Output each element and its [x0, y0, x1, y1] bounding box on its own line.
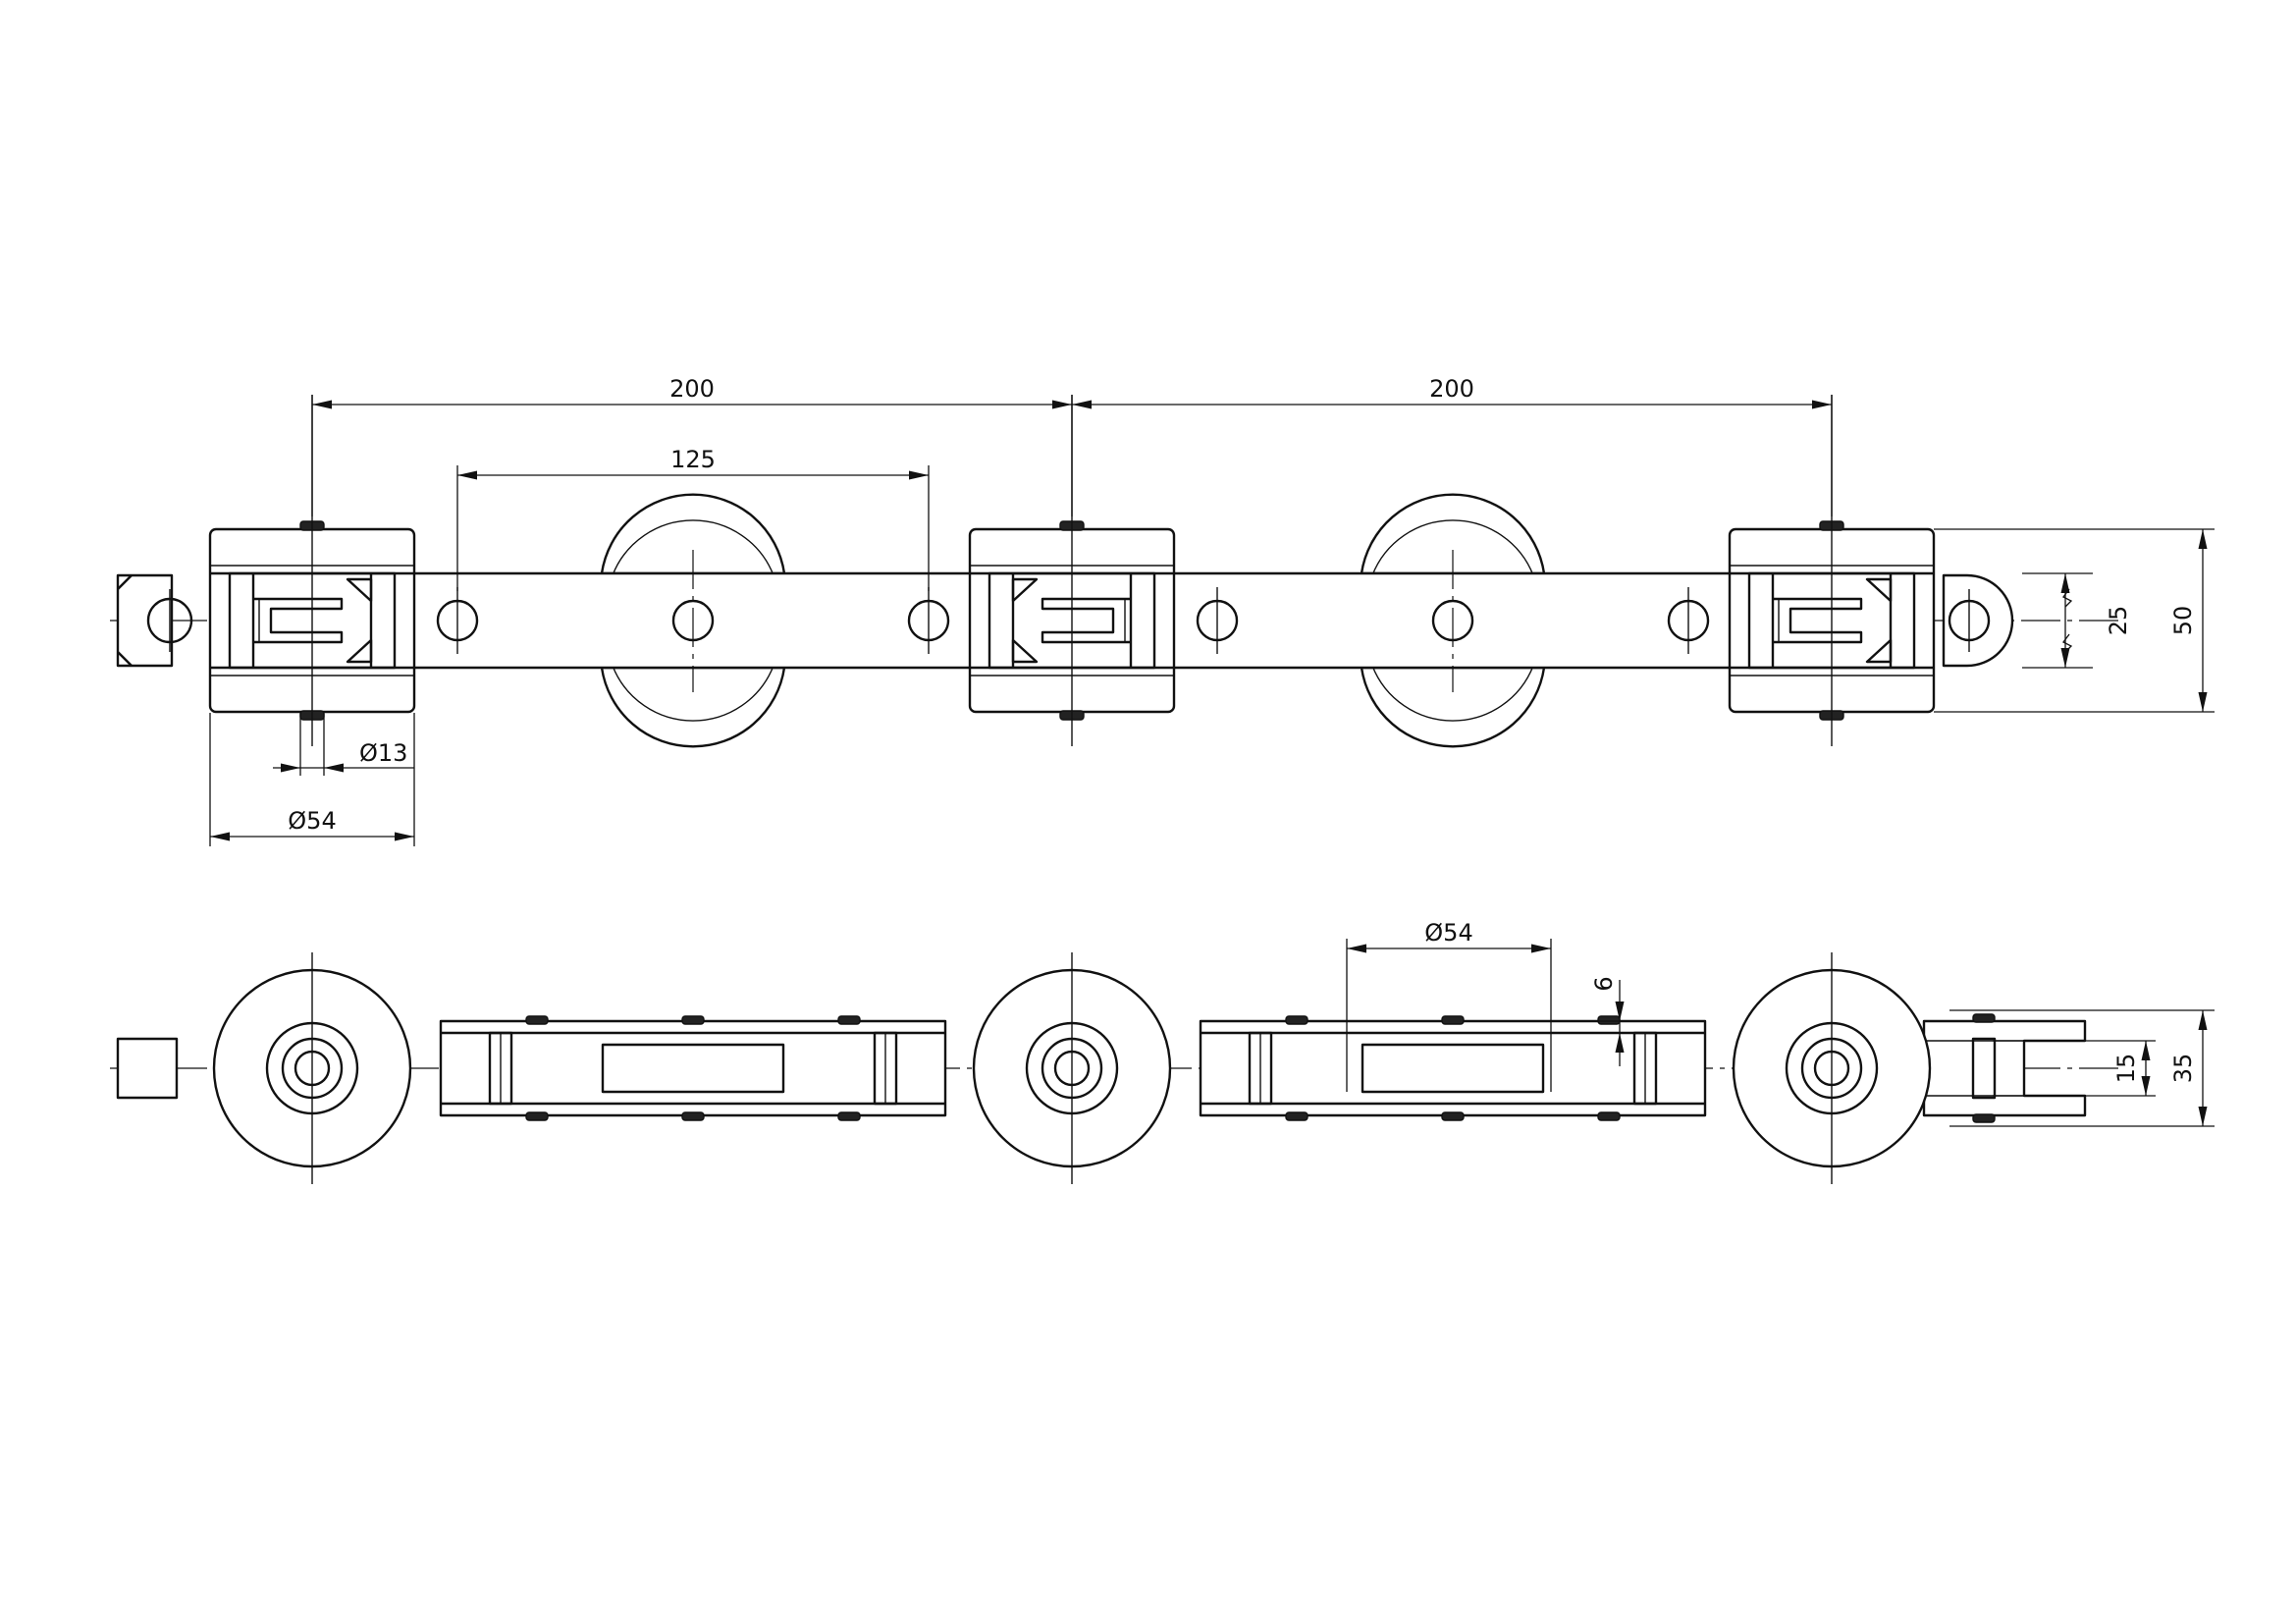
dim-overall-height: 50	[2169, 606, 2197, 636]
dim-inner-width: 15	[2112, 1054, 2140, 1084]
dim-roller-diameter-top: Ø54	[288, 807, 336, 835]
left-stub-side	[116, 1037, 179, 1100]
right-end-link	[1942, 573, 2014, 668]
top-view	[110, 395, 2120, 748]
dim-link-height: 25	[2105, 606, 2132, 636]
dimensions: 200 200 125 Ø13 Ø54 25	[209, 375, 2215, 1127]
dim-pin-diameter: Ø13	[359, 739, 407, 767]
dim-flange-offset: 6	[1590, 976, 1618, 991]
dim-roller-diameter-bottom: Ø54	[1424, 919, 1472, 947]
dim-overall-width: 35	[2169, 1054, 2197, 1084]
dim-inner-span: 125	[670, 446, 716, 473]
dim-pitch-right: 200	[1429, 375, 1474, 403]
side-link-1	[439, 1014, 947, 1122]
side-link-2	[1199, 1014, 1707, 1122]
left-end-link	[116, 573, 174, 668]
bottom-view	[110, 952, 2120, 1184]
dim-pitch-left: 200	[669, 375, 715, 403]
right-end-fork	[1922, 1013, 2087, 1123]
